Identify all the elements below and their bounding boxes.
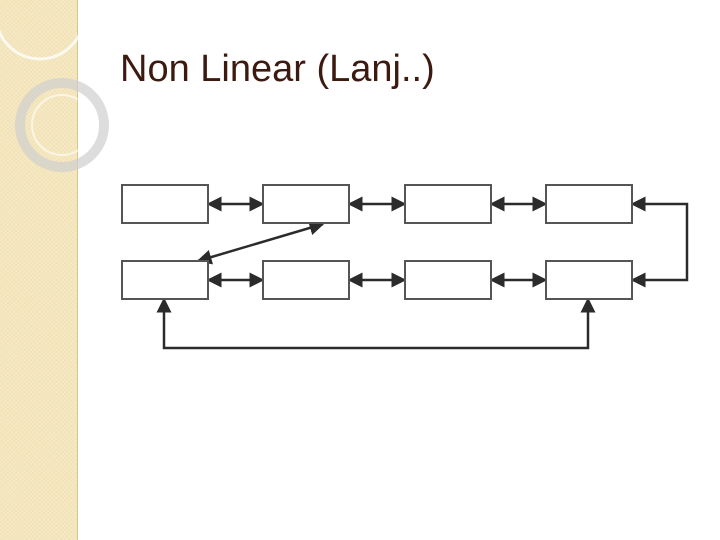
- node-r2c4: [545, 260, 633, 300]
- node-r1c2: [262, 184, 350, 224]
- node-r2c3: [404, 260, 492, 300]
- decorative-circles: [0, 0, 109, 172]
- edge-r1c4-r2c4: [630, 196, 689, 288]
- node-r2c2: [262, 260, 350, 300]
- node-r1c4: [545, 184, 633, 224]
- edge-r2c1-r2c4: [156, 297, 596, 350]
- node-r2c1: [121, 260, 209, 300]
- node-r1c1: [121, 184, 209, 224]
- linked-node-diagram: [121, 184, 689, 350]
- node-r1c3: [404, 184, 492, 224]
- edge-r2c1-r1c2: [196, 220, 325, 265]
- slide-title: Non Linear (Lanj..): [120, 48, 435, 90]
